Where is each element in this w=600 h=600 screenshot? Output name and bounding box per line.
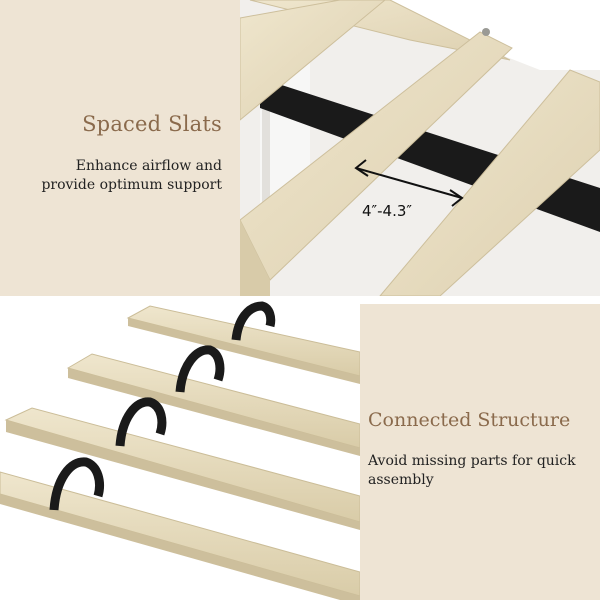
slat [240, 0, 386, 121]
slat [66, 353, 360, 456]
spaced-slats-description: Enhance airflow and provide optimum supp… [0, 157, 222, 195]
spaced-slats-panel: Spaced Slats Enhance airflow and provide… [0, 0, 240, 296]
connected-structure-panel: Connected Structure Avoid missing parts … [360, 304, 600, 600]
slat [0, 471, 360, 600]
spaced-slats-title: Spaced Slats [82, 112, 222, 136]
measurement-arrow-icon [354, 159, 464, 207]
strap-icon [49, 301, 276, 511]
slat [126, 305, 360, 384]
slat-spacing-label: 4″-4.3″ [362, 202, 412, 220]
connected-structure-title: Connected Structure [368, 409, 571, 431]
connected-slats-illustration [0, 296, 360, 600]
spaced-slats-desc-line-2: provide optimum support [41, 177, 222, 193]
slat [379, 69, 600, 296]
screw-icon [482, 28, 490, 36]
spaced-slats-desc-line-1: Enhance airflow and [75, 158, 222, 174]
connected-structure-desc-line-2: assembly [368, 472, 434, 488]
slat [4, 407, 360, 530]
spaced-slats-image: 4″-4.3″ [240, 0, 600, 296]
spaced-slats-illustration: 4″-4.3″ [240, 0, 600, 296]
connected-structure-image [0, 296, 360, 600]
connected-structure-description: Avoid missing parts for quick assembly [368, 452, 592, 490]
connected-structure-desc-line-1: Avoid missing parts for quick [368, 453, 576, 469]
